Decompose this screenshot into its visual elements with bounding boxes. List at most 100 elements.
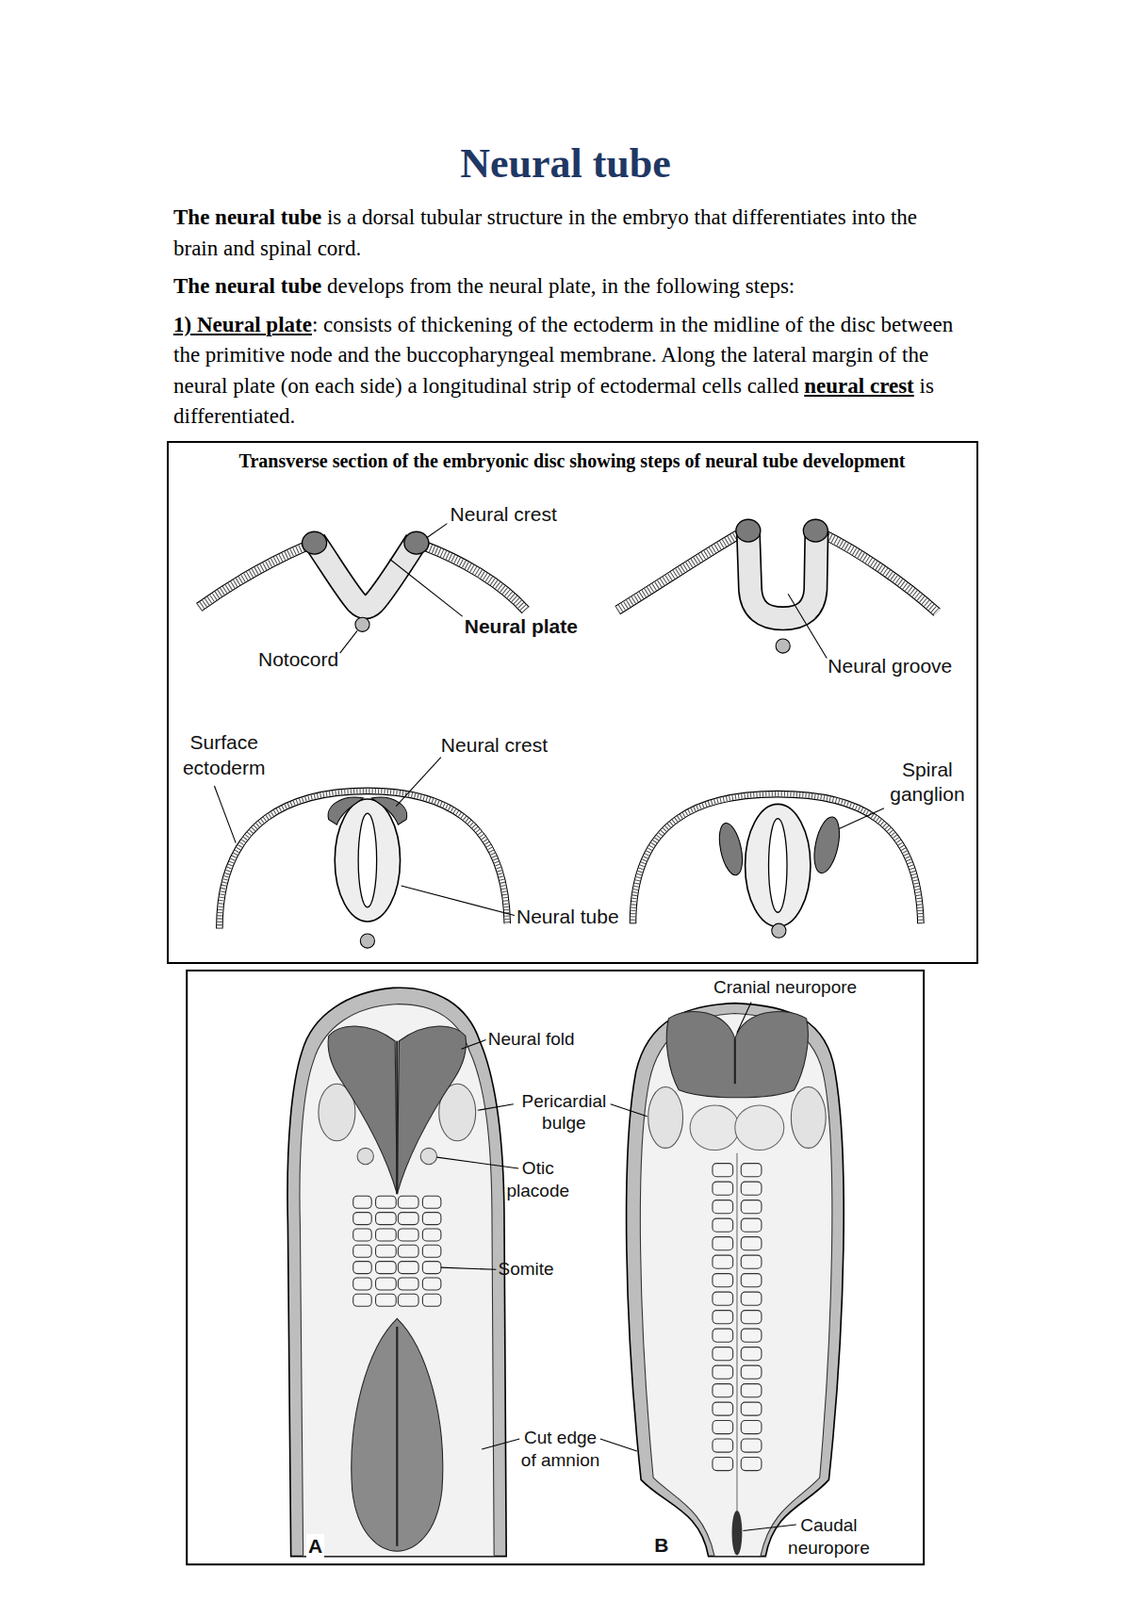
neural-plate-stage bbox=[355, 617, 370, 632]
neural-plate-stage bbox=[425, 545, 526, 610]
embryo-dorsal-view bbox=[735, 1105, 785, 1151]
leader-line bbox=[787, 593, 827, 658]
neural-groove-stage bbox=[617, 535, 738, 611]
body-text-run: 1) Neural plate bbox=[173, 312, 312, 337]
leader-line bbox=[610, 1104, 648, 1117]
embryo-dorsal-view bbox=[712, 1311, 762, 1325]
figure-frame bbox=[186, 970, 924, 1565]
neural-plate-stage bbox=[404, 531, 429, 555]
leader-line bbox=[461, 1040, 487, 1050]
embryo-dorsal-view bbox=[666, 1011, 808, 1098]
neural-plate-stage bbox=[314, 540, 417, 607]
embryo-dorsal-view bbox=[353, 1245, 442, 1258]
body-text-run: neural crest bbox=[803, 374, 914, 398]
leader-line bbox=[441, 1267, 496, 1270]
panel-letter: A bbox=[306, 1534, 325, 1559]
part-label: Neural tube bbox=[516, 904, 620, 930]
part-label: Caudal neuropore bbox=[782, 1514, 877, 1560]
embryo-dorsal-view bbox=[420, 1147, 437, 1164]
embryo-dorsal-view bbox=[395, 1327, 398, 1547]
embryo-dorsal-view bbox=[287, 987, 507, 1557]
embryo-dorsal-view bbox=[353, 1278, 442, 1291]
embryo-dorsal-view bbox=[353, 1229, 442, 1242]
neural-tube-stage bbox=[219, 790, 508, 929]
neural-groove-stage bbox=[748, 530, 818, 619]
ganglion-stage bbox=[771, 923, 787, 938]
embryo-dorsal-view bbox=[712, 1218, 762, 1232]
embryo-dorsal-view bbox=[689, 1105, 739, 1151]
leader-line bbox=[742, 1524, 796, 1531]
part-label: Notocord bbox=[258, 647, 339, 673]
neural-plate-stage bbox=[198, 545, 307, 607]
embryo-dorsal-view bbox=[712, 1439, 762, 1453]
paragraph: The neural tubeis a dorsal tubular struc… bbox=[173, 202, 956, 264]
neural-tube-stage bbox=[219, 790, 508, 949]
part-label: Neural crest bbox=[450, 502, 558, 527]
leader-line bbox=[395, 757, 442, 807]
embryo-dorsal-view bbox=[712, 1292, 762, 1306]
part-label: Neural fold bbox=[488, 1028, 575, 1051]
neural-tube-stage bbox=[219, 790, 508, 929]
ganglion-stage bbox=[745, 803, 811, 927]
embryo-dorsal-view bbox=[353, 1196, 442, 1209]
neural-tube-stage bbox=[358, 813, 377, 908]
part-label: Neural groove bbox=[827, 654, 952, 679]
embryo-dorsal-view bbox=[712, 1328, 762, 1343]
leader-line bbox=[213, 524, 884, 917]
neural-plate-stage bbox=[198, 545, 307, 607]
embryo-dorsal-view bbox=[736, 1153, 738, 1511]
paragraph: 1) Neural plate: consists of thickening … bbox=[173, 310, 956, 433]
paragraph: The neural tubedevelops from the neural … bbox=[173, 271, 956, 303]
embryo-dorsal-view bbox=[712, 1163, 762, 1178]
embryo-dorsal-view bbox=[712, 1274, 762, 1288]
embryo-dorsal-view bbox=[712, 1402, 762, 1416]
leader-line bbox=[401, 885, 515, 916]
part-label: Cranial neuropore bbox=[713, 976, 857, 1000]
leader-line bbox=[437, 1002, 797, 1532]
neural-plate-stage bbox=[302, 531, 328, 555]
leader-line bbox=[477, 1104, 514, 1111]
embryo-dorsal-view bbox=[351, 1318, 443, 1552]
leader-line bbox=[437, 1157, 520, 1169]
embryo-dorsal-view bbox=[732, 1510, 743, 1557]
neural-groove-stage bbox=[736, 519, 761, 542]
part-label: Pericardial bulge bbox=[515, 1090, 613, 1136]
neural-groove-stage bbox=[748, 530, 818, 619]
leader-line bbox=[481, 1439, 520, 1450]
neural-groove-stage bbox=[824, 535, 937, 613]
embryo-dorsal-view bbox=[287, 987, 507, 1557]
neural-groove-stage bbox=[775, 639, 790, 654]
part-label: Otic placode bbox=[498, 1157, 578, 1203]
embryo-dorsal-view bbox=[734, 1039, 737, 1085]
part-label: Neural plate bbox=[464, 614, 578, 640]
body-text-run: The neural tube bbox=[173, 205, 322, 230]
neural-tube-stage bbox=[327, 797, 363, 825]
embryo-dorsal-view bbox=[626, 1003, 845, 1558]
figure-drawing bbox=[186, 519, 937, 1565]
embryo-dorsal-view bbox=[712, 1421, 762, 1435]
ganglion-stage bbox=[769, 819, 787, 914]
embryo-dorsal-view bbox=[712, 1200, 762, 1214]
neural-groove-stage bbox=[617, 535, 738, 611]
embryo-dorsal-view bbox=[648, 1086, 684, 1148]
neural-tube-stage bbox=[219, 790, 508, 929]
part-label: Neural crest bbox=[441, 733, 548, 758]
embryo-dorsal-view bbox=[712, 1255, 762, 1269]
body-text: The neural tubeis a dorsal tubular struc… bbox=[173, 202, 956, 441]
embryo-dorsal-view bbox=[712, 1237, 762, 1251]
leader-line bbox=[737, 1002, 752, 1033]
embryo-dorsal-view bbox=[712, 1384, 762, 1398]
part-label: Cut edge of amnion bbox=[515, 1426, 606, 1473]
neural-plate-stage bbox=[425, 545, 526, 610]
neural-plate-stage bbox=[425, 545, 526, 610]
embryo-dorsal-view bbox=[712, 1347, 762, 1361]
leader-line bbox=[213, 786, 236, 844]
body-text-run: develops from the neural plate, in the f… bbox=[327, 274, 795, 298]
embryo-dorsal-view bbox=[299, 1004, 494, 1558]
embryo-dorsal-view bbox=[353, 1294, 442, 1307]
page-title: Neural tube bbox=[0, 137, 1131, 191]
neural-plate-stage bbox=[314, 540, 417, 607]
panel-letter: B bbox=[654, 1533, 669, 1558]
neural-plate-stage bbox=[198, 545, 307, 607]
